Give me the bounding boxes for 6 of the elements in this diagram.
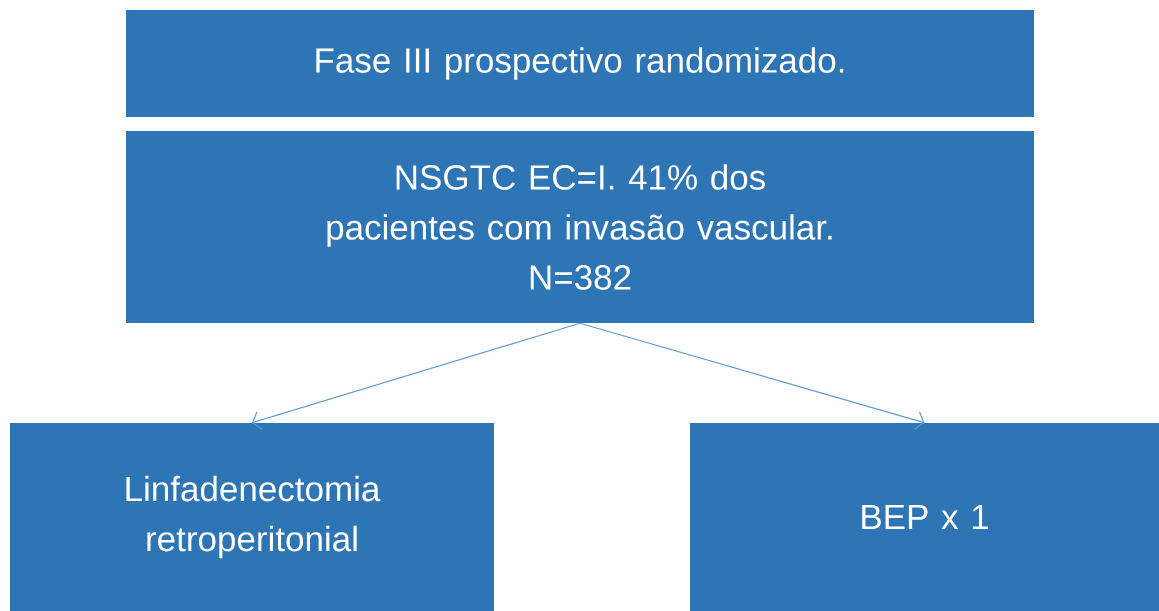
process-box: Linfadenectomia retroperitonial [10,423,494,611]
arrow [252,322,581,430]
process-box: BEP x 1 [690,423,1159,611]
arrow [579,322,925,430]
process-box: Fase III prospectivo randomizado. [126,10,1034,117]
process-box: NSGTC EC=I. 41% dos pacientes com invasão vascular. N=382 [126,131,1034,323]
